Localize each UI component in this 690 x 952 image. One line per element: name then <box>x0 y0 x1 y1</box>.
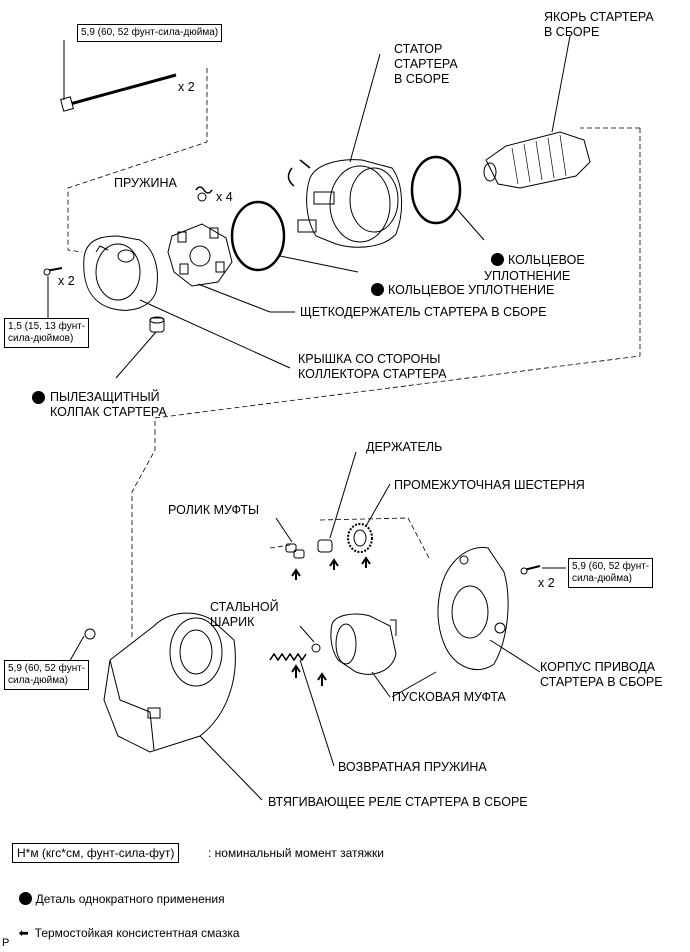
assembly-axis-lines <box>67 68 641 640</box>
starter-clutch-shape <box>330 613 397 698</box>
solenoid-housing-shape <box>103 612 263 801</box>
label-steel-ball: СТАЛЬНОЙ ШАРИК <box>210 600 279 629</box>
torque-spec-top-bolt: 5,9 (60, 52 фунт-сила-дюйма) <box>77 24 223 42</box>
torque-spec-small-screw: 1,5 (15, 13 фунт- сила-дюймов) <box>4 318 90 348</box>
screw-quantity: x 2 <box>58 274 75 288</box>
commutator-end-cover-shape <box>83 235 158 311</box>
housing-bolt-quantity: x 2 <box>538 576 555 590</box>
return-spring-shape <box>269 652 335 767</box>
drive-housing-shape <box>437 546 541 673</box>
non-reusable-marker <box>370 283 384 296</box>
label-starter-clutch: ПУСКОВАЯ МУФТА <box>392 690 506 704</box>
cover-screw <box>43 267 63 318</box>
label-dust-cap: ПЫЛЕЗАЩИТНЫЙ КОЛПАК СТАРТЕРА <box>32 390 167 420</box>
bolt-quantity: x 2 <box>178 80 195 94</box>
dust-cap-shape <box>115 316 165 379</box>
label-commutator-cover: КРЫШКА СО СТОРОНЫ КОЛЛЕКТОРА СТАРТЕРА <box>298 352 447 381</box>
brush-holder-shape <box>167 223 271 313</box>
o-ring-right-shape <box>410 155 462 225</box>
solenoid-nut <box>67 628 96 665</box>
o-ring-center-shape <box>230 200 286 272</box>
brush-spring-shape <box>195 186 213 202</box>
steel-ball-shape <box>299 625 327 686</box>
torque-spec-right-bolt: 5,9 (60, 52 фунт- сила-дюйма) <box>568 558 654 588</box>
label-o-ring-center: КОЛЬЦЕВОЕ УПЛОТНЕНИЕ <box>364 268 554 298</box>
legend-grease: ⬅Термостойкая консистентная смазка <box>18 926 240 940</box>
retainer-shape <box>317 451 357 570</box>
housing-bolt <box>520 565 566 575</box>
spring-quantity: x 4 <box>216 190 233 204</box>
non-reusable-marker <box>490 253 504 266</box>
figure-code: P <box>2 937 10 949</box>
label-armature: ЯКОРЬ СТАРТЕРА В СБОРЕ <box>544 10 654 39</box>
idler-gear-shape <box>347 483 391 568</box>
clutch-roller-shapes <box>275 517 305 580</box>
legend-torque-unit: Н*м (кгс*см, фунт-сила-фут) <box>12 843 180 863</box>
label-o-ring-right: КОЛЬЦЕВОЕ УПЛОТНЕНИЕ <box>484 253 585 283</box>
legend-non-reusable: Деталь однократного применения <box>12 878 225 906</box>
armature-shape <box>483 35 591 189</box>
non-reusable-legend-icon <box>18 892 32 905</box>
label-brush-holder: ЩЕТКОДЕРЖАТЕЛЬ СТАРТЕРА В СБОРЕ <box>300 305 547 319</box>
label-retainer: ДЕРЖАТЕЛЬ <box>366 440 443 454</box>
label-return-spring: ВОЗВРАТНАЯ ПРУЖИНА <box>338 760 487 774</box>
non-reusable-marker <box>32 391 45 404</box>
label-solenoid: ВТЯГИВАЮЩЕЕ РЕЛЕ СТАРТЕРА В СБОРЕ <box>268 795 528 809</box>
label-drive-housing: КОРПУС ПРИВОДА СТАРТЕРА В СБОРЕ <box>540 660 663 689</box>
label-clutch-roller: РОЛИК МУФТЫ <box>168 503 260 517</box>
stator-shape <box>287 53 403 248</box>
torque-spec-left-nut: 5,9 (60, 52 фунт- сила-дюйма) <box>4 660 90 690</box>
label-stator: СТАТОР СТАРТЕРА В СБОРЕ <box>394 42 458 86</box>
through-bolt <box>60 40 177 112</box>
grease-arrow-icon: ⬅ <box>18 926 29 940</box>
label-spring: ПРУЖИНА <box>114 176 177 190</box>
legend-torque-desc: : номинальный момент затяжки <box>208 846 384 860</box>
label-idler-gear: ПРОМЕЖУТОЧНАЯ ШЕСТЕРНЯ <box>394 478 585 492</box>
